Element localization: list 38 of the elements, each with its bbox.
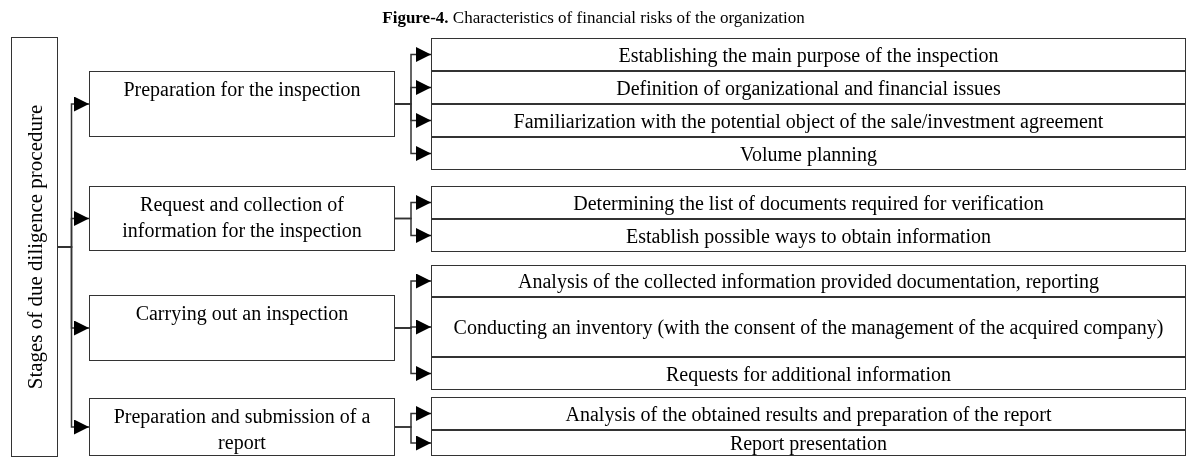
figure-title: Figure-4. Characteristics of financial risks of the organization (382, 8, 805, 27)
stage-box (89, 186, 395, 251)
box-label: Requests for additional information (666, 361, 951, 387)
task-box (431, 71, 1186, 104)
box-label: Carrying out an inspection (135, 301, 349, 326)
task-box (431, 137, 1186, 170)
task-box (431, 430, 1186, 456)
task-box (431, 357, 1186, 390)
task-box (431, 265, 1186, 297)
box-label: Establishing the main purpose of the inspection (618, 42, 999, 68)
box-label: Establish possible ways to obtain information (626, 223, 991, 249)
task-box (431, 297, 1186, 357)
arrow (394, 103, 432, 161)
task-box (431, 186, 1186, 219)
arrow (57, 246, 90, 435)
box-label: Analysis of the collected information provided documentation, reporting (518, 269, 1099, 294)
task-box (431, 397, 1186, 430)
box-label: Preparation for the inspection (123, 77, 361, 102)
box-label: Stages of due diligence procedure (22, 104, 47, 390)
box-label: Analysis of the obtained results and preparation of the report (565, 401, 1052, 427)
box-label: Conducting an inventory (with the consent of the management of the acquired company) (453, 315, 1164, 340)
task-box (431, 104, 1186, 137)
box-label: Determining the list of documents required for verification (573, 190, 1044, 216)
arrow (394, 327, 432, 381)
box-label: Request and collection of information for the inspection (121, 192, 363, 243)
arrow (394, 426, 432, 451)
task-box (431, 38, 1186, 71)
box-label: Definition of organizational and financial issues (616, 75, 1001, 101)
stage-box (89, 398, 395, 456)
box-label: Volume planning (740, 141, 877, 167)
stage-box (89, 71, 395, 137)
stage-box (89, 295, 395, 361)
stages-box (11, 37, 58, 457)
task-box (431, 219, 1186, 252)
box-label: Preparation and submission of a report (112, 404, 372, 455)
box-label: Familiarization with the potential object of the sale/investment agreement (513, 108, 1104, 134)
arrow (394, 217, 432, 243)
box-label: Report presentation (729, 431, 888, 456)
